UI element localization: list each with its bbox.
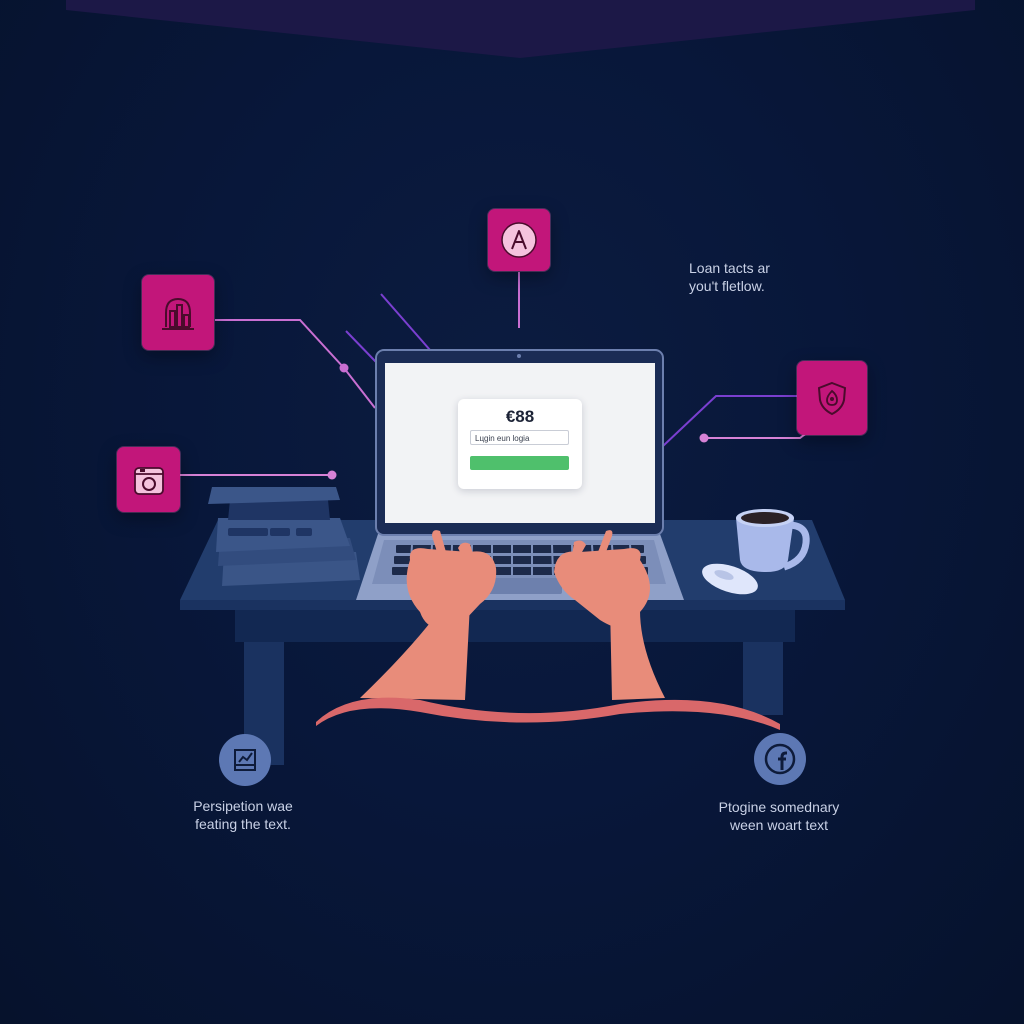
font-letter-a-icon	[501, 222, 537, 258]
caption-line: Ptogine somednary	[718, 799, 840, 815]
connector-dots	[327, 363, 709, 480]
caption-line: Persipetion wae	[193, 798, 293, 814]
shield-icon	[817, 381, 847, 416]
caption-line: ween woart text	[729, 817, 829, 833]
device-stack	[208, 487, 360, 586]
caption-bottom-left: Persipetion wae feating the text.	[183, 797, 303, 833]
login-input[interactable]: Lцgin eun logia	[470, 430, 569, 445]
chart-frame-icon	[234, 749, 256, 771]
login-card: €88 Lцgin eun logia	[458, 399, 582, 489]
caption-line: feating the text.	[195, 816, 291, 832]
font-tile[interactable]	[488, 209, 550, 271]
facebook-button[interactable]	[754, 733, 806, 785]
camera-icon	[133, 466, 164, 495]
typing-hands	[316, 530, 780, 730]
chart-frame-button[interactable]	[219, 734, 271, 786]
analytics-tile[interactable]	[142, 275, 214, 350]
price-amount: €88	[505, 407, 535, 426]
caption-line: you't fletlow.	[689, 278, 765, 294]
mouse	[702, 563, 758, 595]
coffee-cup	[736, 509, 810, 572]
facebook-icon	[764, 743, 796, 775]
camera-tile[interactable]	[117, 447, 180, 512]
caption-line: Loan tacts ar	[689, 260, 770, 276]
security-tile[interactable]	[797, 361, 867, 435]
login-submit-button[interactable]	[470, 456, 569, 470]
bar-chart-icon	[162, 297, 194, 330]
caption-bottom-right: Ptogine somednary ween woart text	[706, 798, 852, 834]
caption-top-right: Loan tacts ar you't fletlow.	[689, 259, 770, 295]
top-banner	[66, 0, 975, 58]
connector-lines	[180, 272, 809, 476]
